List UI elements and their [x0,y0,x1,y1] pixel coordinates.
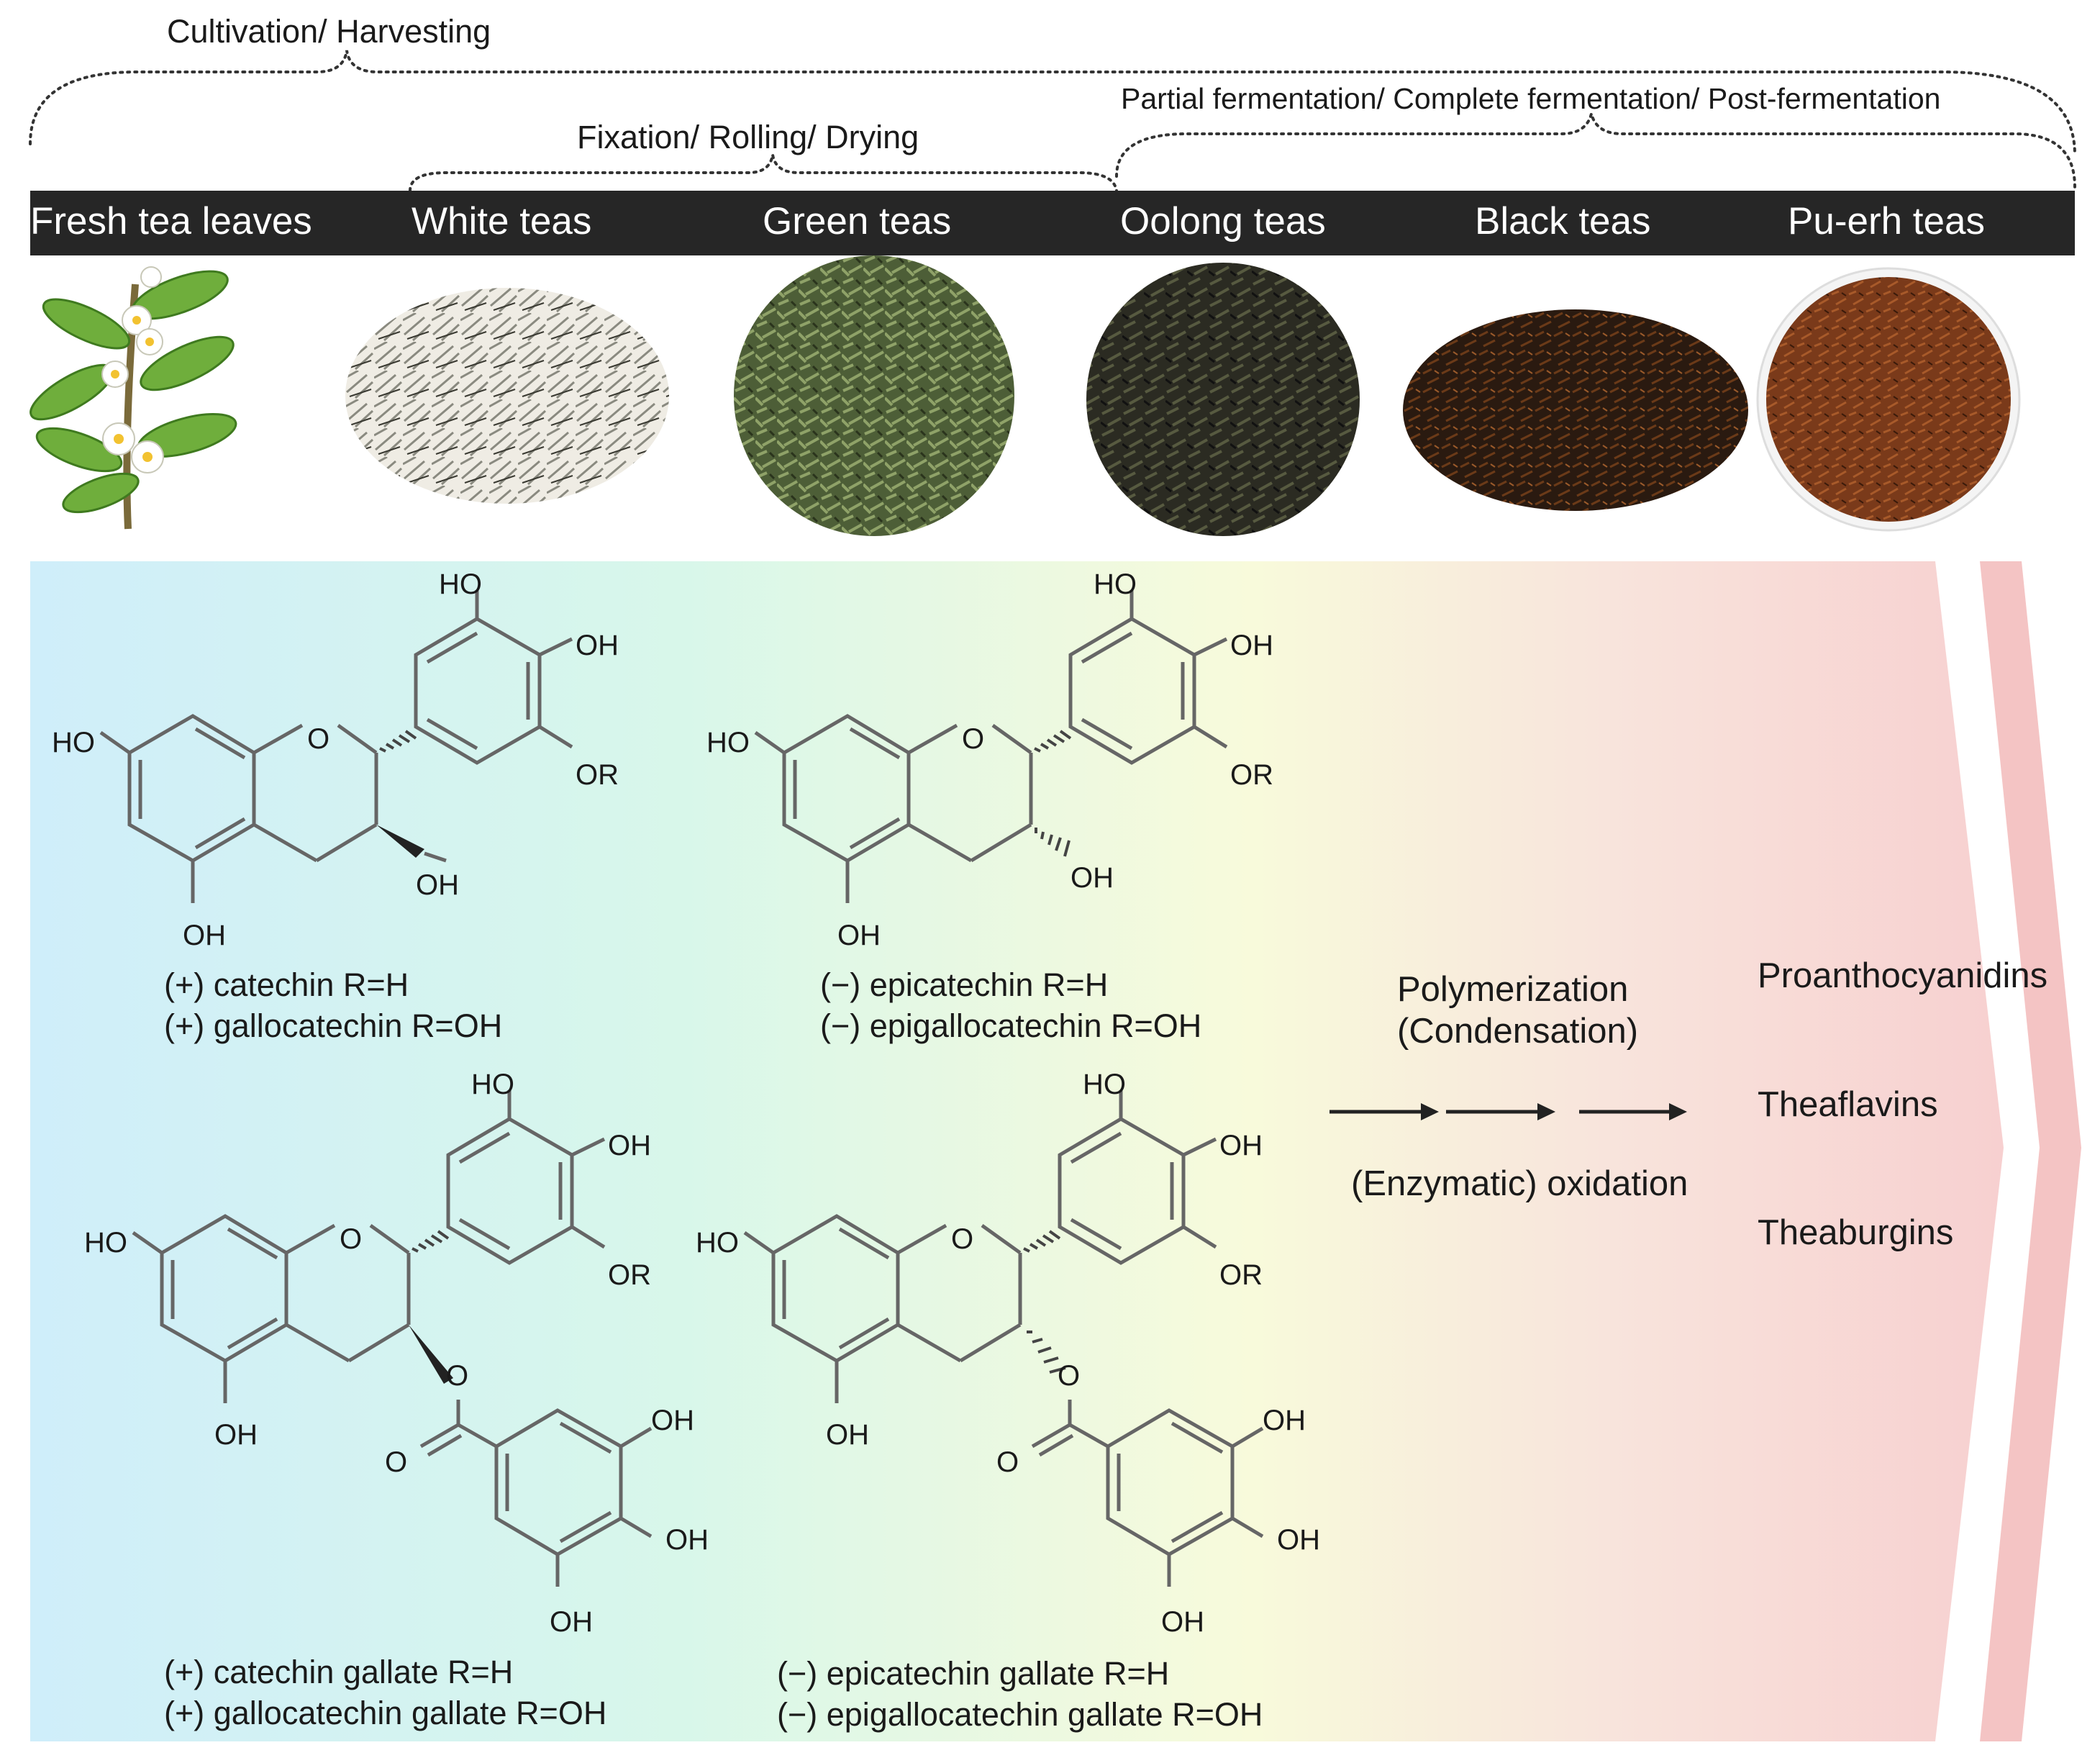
brace-fermentation [1115,113,2076,189]
molecule-epicatechin [755,590,1227,903]
atom-label: OH [1161,1606,1204,1638]
chevron-arrow [1980,561,2081,1741]
molecule-catechin-gallate [133,1090,653,1587]
molecule-label-line: (+) catechin R=H [164,966,409,1003]
atom-label: O [996,1446,1019,1478]
atom-label: OH [416,869,459,901]
tea-type-bar: Fresh tea leaves White teas Green teas O… [30,191,2075,255]
atom-label: HO [471,1069,514,1100]
atom-label: OH [1219,1130,1263,1161]
brace-label-fermentation: Partial fermentation/ Complete fermentat… [1121,82,1941,115]
process-polymerization: Polymerization [1397,970,1629,1009]
black-tea-image [1403,309,1748,511]
tea-label-black: Black teas [1475,200,1651,243]
process-condensation: (Condensation) [1397,1012,1639,1051]
atom-label: HO [706,727,750,758]
atom-label: OR [608,1259,651,1291]
atom-label: O [340,1223,363,1255]
molecule-label-epicatechin: (−) epicatechin R=H (−) epigallocatechin… [820,964,1201,1046]
atom-label: HO [1083,1069,1126,1100]
atom-label: OH [576,630,619,661]
atom-label: OH [1071,862,1114,894]
atom-label: OH [651,1405,694,1436]
molecule-label-line: (+) catechin gallate R=H [164,1654,514,1690]
product-theaburgins: Theaburgins [1758,1213,1954,1252]
atom-label: HO [439,568,482,600]
reaction-arrows [1329,1103,1687,1120]
atom-label: O [1058,1360,1081,1392]
atom-label: OH [1263,1405,1306,1436]
oolong-tea-image [1086,263,1360,536]
atom-label: O [962,723,985,755]
process-braces [29,50,2076,192]
tea-label-green: Green teas [763,200,952,243]
molecule-label-line: (−) epicatechin gallate R=H [777,1655,1170,1692]
brace-label-cultivation: Cultivation/ Harvesting [167,13,491,50]
molecule-catechin [101,590,572,903]
atom-label: OR [1219,1259,1263,1291]
tea-label-puerh: Pu-erh teas [1788,200,1985,243]
atom-label: OH [214,1419,258,1451]
molecule-label-epicatechin-gallate: (−) epicatechin gallate R=H (−) epigallo… [777,1653,1263,1735]
atom-label: OH [183,920,226,951]
atom-label: O [446,1360,469,1392]
brace-label-fixation: Fixation/ Rolling/ Drying [577,119,919,155]
molecule-label-catechin: (+) catechin R=H (+) gallocatechin R=OH [164,964,502,1046]
atom-label: OH [837,920,881,951]
atom-label: OH [665,1524,709,1556]
molecule-label-line: (−) epigallocatechin gallate R=OH [777,1696,1263,1733]
puerh-tea-image [1756,267,2021,532]
atom-label: HO [84,1227,127,1259]
atom-label: OH [1230,630,1273,661]
atom-label: OR [576,759,619,791]
atom-label: OH [550,1606,593,1638]
atom-label: O [307,723,330,755]
process-oxidation: (Enzymatic) oxidation [1351,1164,1688,1203]
atom-label: HO [696,1227,739,1259]
product-theaflavins: Theaflavins [1758,1085,1938,1124]
atom-label: OH [1277,1524,1320,1556]
brace-fixation [409,154,1118,192]
fresh-tea-leaves-image [29,266,237,530]
molecule-epicatechin-gallate [745,1090,1264,1587]
atom-label: OH [826,1419,869,1451]
gradient-panel [30,561,2081,1741]
atom-label: HO [1094,568,1137,600]
tea-label-fresh: Fresh tea leaves [30,200,312,243]
atom-label: O [385,1446,408,1478]
atom-label: OH [608,1130,651,1161]
molecule-label-catechin-gallate: (+) catechin gallate R=H (+) gallocatech… [164,1651,606,1733]
molecule-label-line: (+) gallocatechin R=OH [164,1007,503,1044]
atom-label: O [951,1223,974,1255]
molecule-label-line: (−) epigallocatechin R=OH [820,1007,1202,1044]
tea-label-white: White teas [412,200,592,243]
molecule-label-line: (−) epicatechin R=H [820,966,1109,1003]
tea-label-oolong: Oolong teas [1120,200,1326,243]
white-tea-image [345,288,669,504]
brace-cultivation [29,50,2076,156]
green-tea-image [734,255,1014,536]
product-proanthocyanidins: Proanthocyanidins [1758,956,2048,995]
molecule-structures [0,561,1687,1587]
tea-images [29,255,2021,536]
molecule-label-line: (+) gallocatechin gallate R=OH [164,1695,607,1731]
atom-label: OR [1230,759,1273,791]
atom-label: HO [52,727,95,758]
